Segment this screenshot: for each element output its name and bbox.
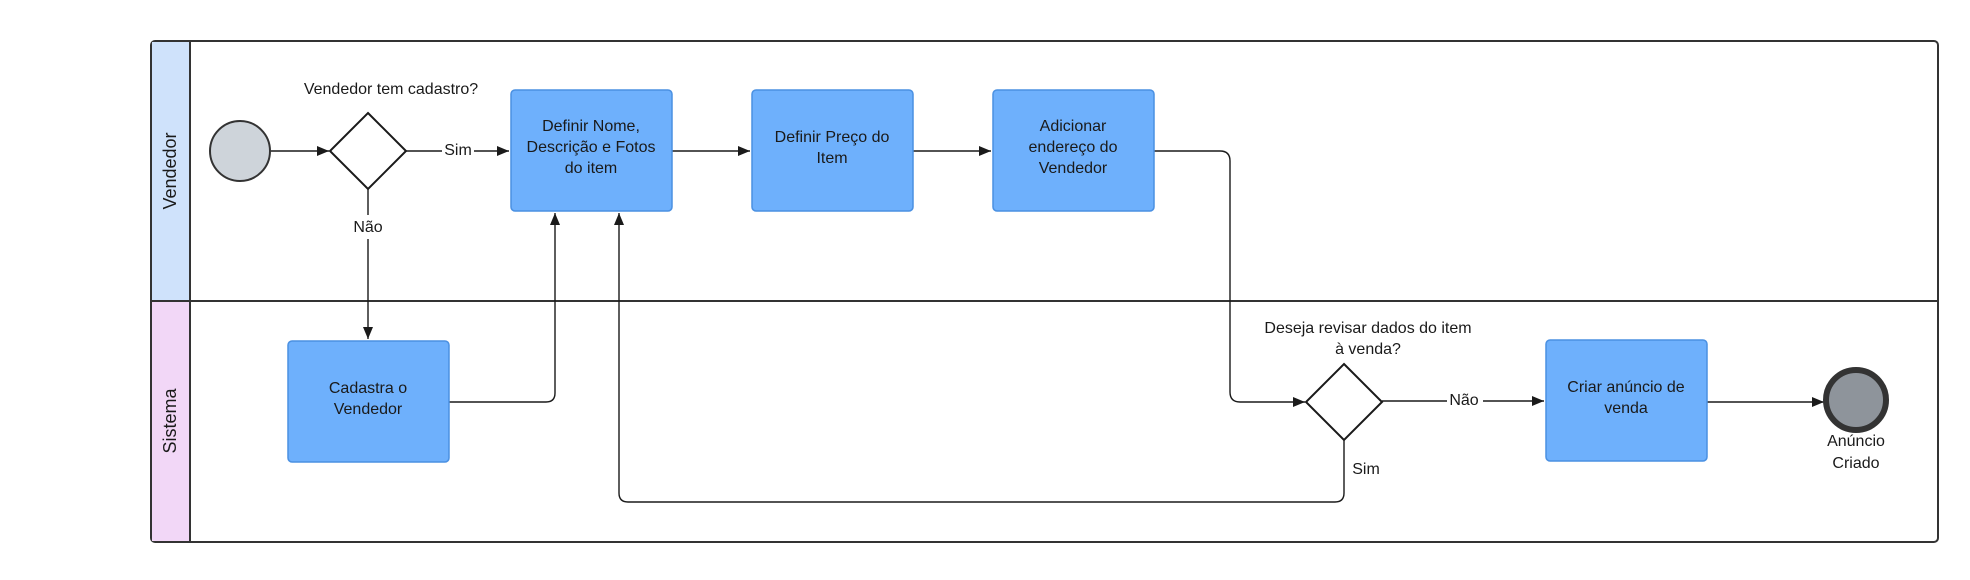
end-event xyxy=(1823,367,1889,433)
task-definir-nome: Definir Nome, Descrição e Fotos do item xyxy=(510,89,673,212)
task-criar-anuncio-line2: venda xyxy=(1604,400,1648,417)
start-event xyxy=(209,120,271,182)
flow-sim-revisar-loop xyxy=(614,213,1345,503)
task-adicionar-endereco-line2: endereço do xyxy=(1029,139,1118,156)
task-definir-preco-line1: Definir Preço do xyxy=(775,129,890,146)
flow-label-bg xyxy=(350,215,386,239)
gateway-question-revisar-line1: Deseja revisar dados do item xyxy=(1264,320,1471,337)
end-event-label-line2: Criado xyxy=(1832,455,1879,472)
task-criar-anuncio: Criar anúncio de venda xyxy=(1545,339,1708,462)
task-cadastra-vendedor-line1: Cadastra o xyxy=(329,380,407,397)
flow-label-sim-cadastro: Sim xyxy=(444,142,472,159)
flow-label-sim-revisar: Sim xyxy=(1352,461,1380,478)
flow-label-nao-revisar: Não xyxy=(1449,392,1478,409)
gateway-tem-cadastro xyxy=(328,111,408,191)
gateway-question-revisar-line2: à venda? xyxy=(1335,341,1401,358)
lane-header-sistema xyxy=(152,301,190,541)
lane-header-vendedor xyxy=(152,42,190,300)
flow-label-bg xyxy=(442,140,474,160)
gateway-revisar xyxy=(1304,362,1384,442)
task-definir-nome-line3: do item xyxy=(565,160,617,177)
task-definir-preco-line2: Item xyxy=(816,150,847,167)
task-adicionar-endereco-line1: Adicionar xyxy=(1040,118,1107,135)
task-adicionar-endereco-line3: Vendedor xyxy=(1039,160,1108,177)
lane-label-sistema: Sistema xyxy=(160,388,180,454)
flow-cadastra-to-definir-nome xyxy=(448,213,560,403)
task-definir-nome-line1: Definir Nome, xyxy=(542,118,640,135)
task-cadastra-vendedor: Cadastra o Vendedor xyxy=(287,340,450,463)
task-definir-preco: Definir Preço do Item xyxy=(751,89,914,212)
flow-label-nao-cadastro: Não xyxy=(353,219,382,236)
lane-label-vendedor: Vendedor xyxy=(160,132,180,209)
task-adicionar-endereco: Adicionar endereço do Vendedor xyxy=(992,89,1155,212)
gateway-question-tem-cadastro: Vendedor tem cadastro? xyxy=(304,81,478,98)
flow-label-bg xyxy=(1447,390,1483,412)
flow-endereco-to-revisar xyxy=(1154,150,1305,407)
task-criar-anuncio-line1: Criar anúncio de xyxy=(1567,379,1685,396)
task-definir-nome-line2: Descrição e Fotos xyxy=(527,139,656,156)
task-cadastra-vendedor-line2: Vendedor xyxy=(334,401,403,418)
end-event-label-line1: Anúncio xyxy=(1827,433,1885,450)
